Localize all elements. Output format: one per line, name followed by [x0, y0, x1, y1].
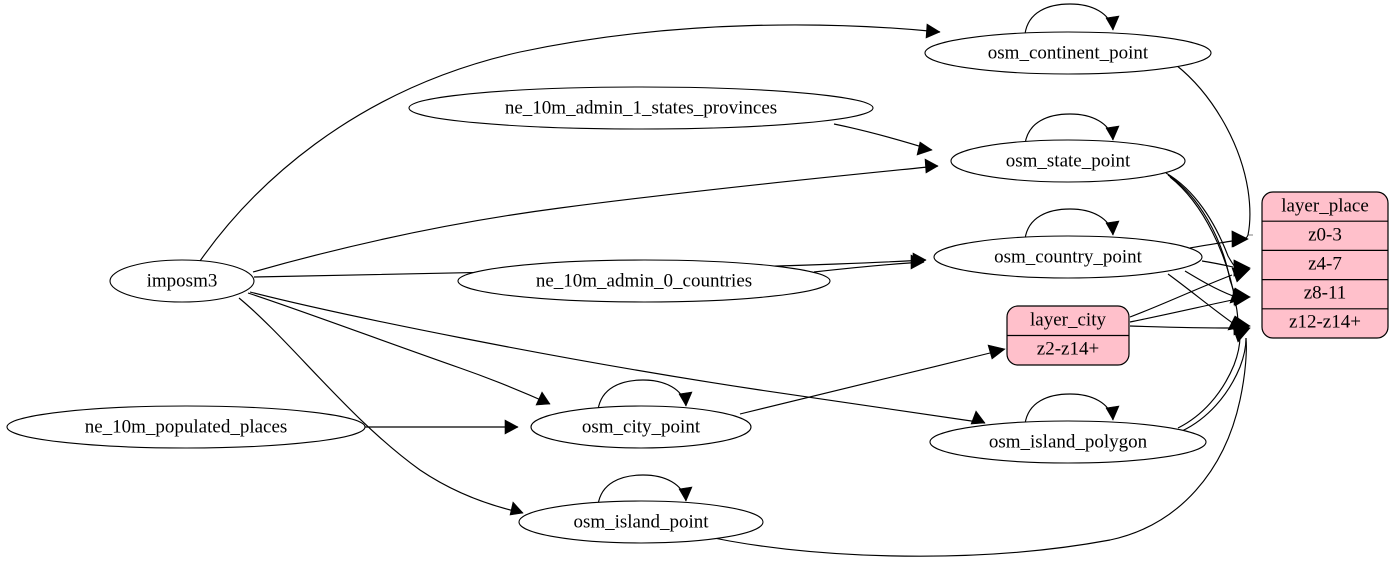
edge-imposm3-to-osm_island_point[interactable]: [238, 297, 524, 516]
edge-imposm3-to-osm_city_point[interactable]: [247, 292, 551, 406]
edge-ne_10m_admin_1_states_provinces-to-osm_state_point[interactable]: [833, 123, 933, 156]
record-layer_city[interactable]: layer_city z2-z14+: [1006, 305, 1130, 366]
node-osm_state_point[interactable]: osm_state_point: [950, 139, 1186, 183]
node-imposm3[interactable]: imposm3: [109, 259, 255, 303]
edge-osm_city_point-to-layer_city[interactable]: [739, 344, 1006, 415]
node-layer: imposm3 ne_10m_admin_1_states_provinces …: [6, 31, 1212, 544]
edge-imposm3-to-osm_continent_point[interactable]: [199, 23, 941, 262]
edge-osm_island_polygon-to-layer_place-z12-z14+-b[interactable]: [1181, 337, 1247, 432]
edge-self-loop-osm_city_point[interactable]: [597, 379, 693, 411]
edge-self-loop-osm_state_point[interactable]: [1024, 113, 1120, 145]
edge-layer_city-to-layer_place-z8-11[interactable]: [1129, 291, 1251, 323]
edge-osm_continent_point-to-layer_place-z0-3[interactable]: [1175, 64, 1253, 236]
node-osm_country_point[interactable]: osm_country_point: [933, 235, 1203, 279]
edge-ne_10m_populated_places-to-osm_city_point[interactable]: [365, 419, 519, 435]
node-osm_island_point[interactable]: osm_island_point: [518, 500, 764, 544]
node-ne_10m_admin_0_countries[interactable]: ne_10m_admin_0_countries: [457, 259, 831, 303]
edge-self-loop-osm_continent_point[interactable]: [1024, 3, 1120, 35]
edge-imposm3-to-osm_island_polygon[interactable]: [249, 291, 986, 425]
edge-imposm3-to-osm_state_point[interactable]: [252, 158, 939, 273]
node-ne_10m_admin_1_states_provinces[interactable]: ne_10m_admin_1_states_provinces: [408, 86, 874, 130]
edge-osm_island_polygon-to-layer_place-z12-z14+[interactable]: [1177, 327, 1251, 429]
edge-layer_city-to-layer_place-z4-7[interactable]: [1129, 267, 1251, 318]
record-layer_place[interactable]: layer_place z0-3 z4-7 z8-11 z12-z14+: [1261, 191, 1389, 339]
node-osm_island_polygon[interactable]: osm_island_polygon: [929, 420, 1207, 464]
edge-osm_island_point-to-layer_place-z12-z14+[interactable]: [699, 337, 1247, 557]
node-osm_city_point[interactable]: osm_city_point: [530, 405, 752, 449]
node-osm_continent_point[interactable]: osm_continent_point: [924, 31, 1212, 75]
edge-ne_10m_admin_0_countries-to-osm_country_point[interactable]: [813, 254, 925, 273]
edge-self-loop-osm_island_point[interactable]: [597, 474, 693, 506]
edge-self-loop-osm_island_polygon[interactable]: [1024, 393, 1120, 425]
edge-osm_country_point-to-layer_place-z0-3[interactable]: [1189, 230, 1249, 249]
node-ne_10m_populated_places[interactable]: ne_10m_populated_places: [6, 405, 366, 449]
edge-self-loop-osm_country_point[interactable]: [1024, 208, 1120, 240]
edge-layer: [199, 3, 1253, 557]
